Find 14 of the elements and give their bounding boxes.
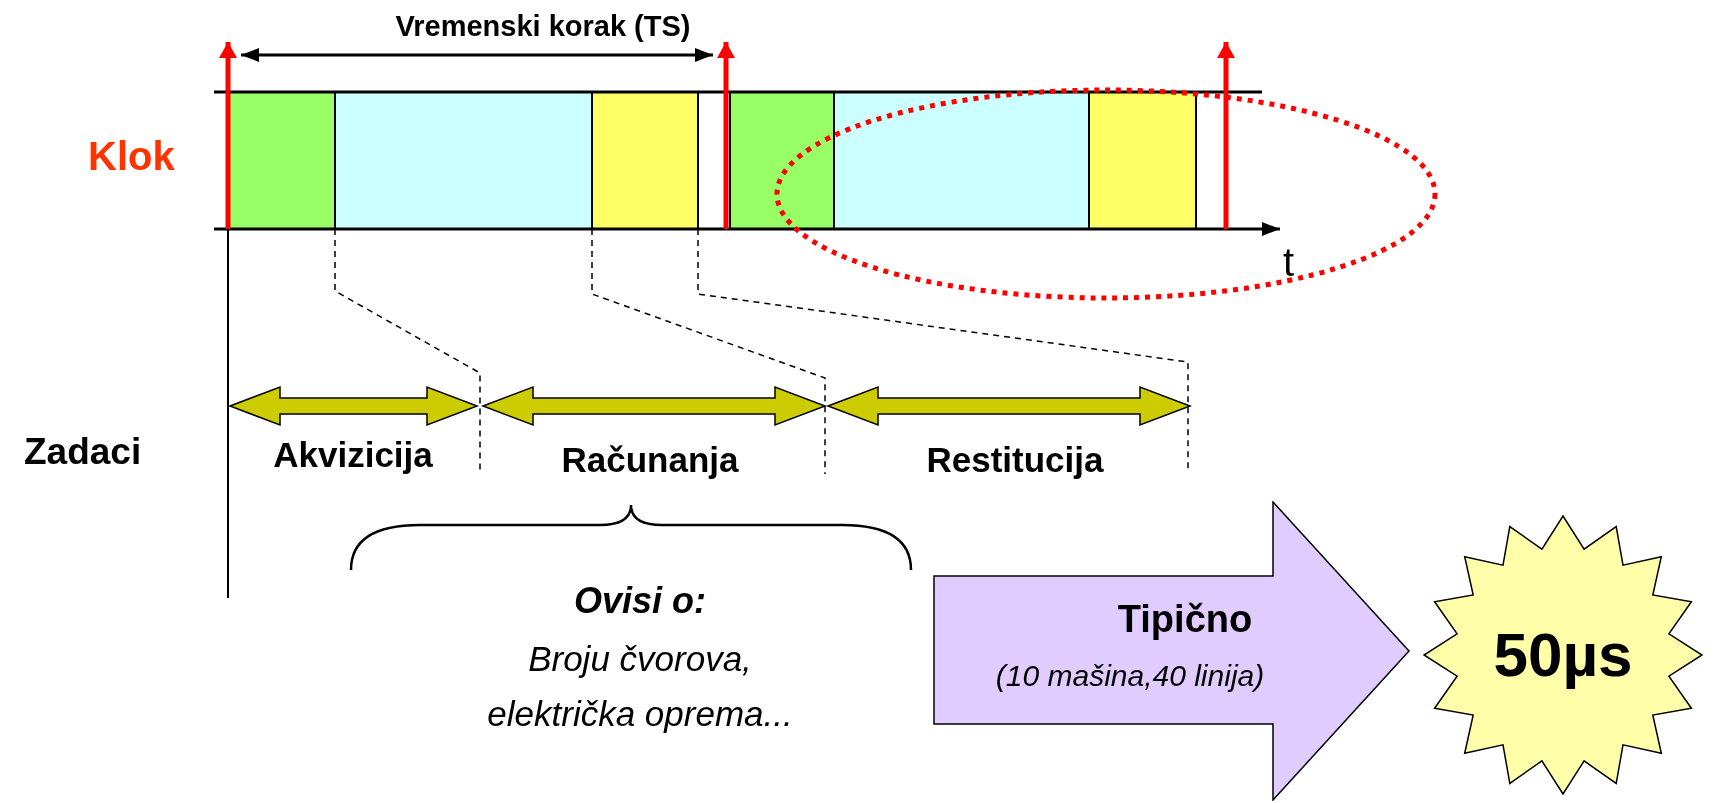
note-text: Broju čvorova, električka oprema... xyxy=(486,638,794,735)
note-heading: Ovisi o: xyxy=(574,581,706,621)
block-arrow xyxy=(933,501,1410,801)
detail-text: (10 mašina,40 linija) xyxy=(995,658,1265,692)
row-label: Klok xyxy=(88,134,175,178)
axis-label: t xyxy=(1283,240,1295,284)
value-text: 50µs xyxy=(1493,620,1633,690)
task-label: Računanja xyxy=(561,440,739,480)
heading-text: Tipično xyxy=(1117,599,1253,641)
axis-label: Vremenski korak (TS) xyxy=(395,11,691,43)
task-label: Restitucija xyxy=(926,440,1104,480)
row-label: Zadaci xyxy=(24,431,142,473)
task-label: Akvizicija xyxy=(273,435,433,475)
starburst xyxy=(1423,515,1703,795)
